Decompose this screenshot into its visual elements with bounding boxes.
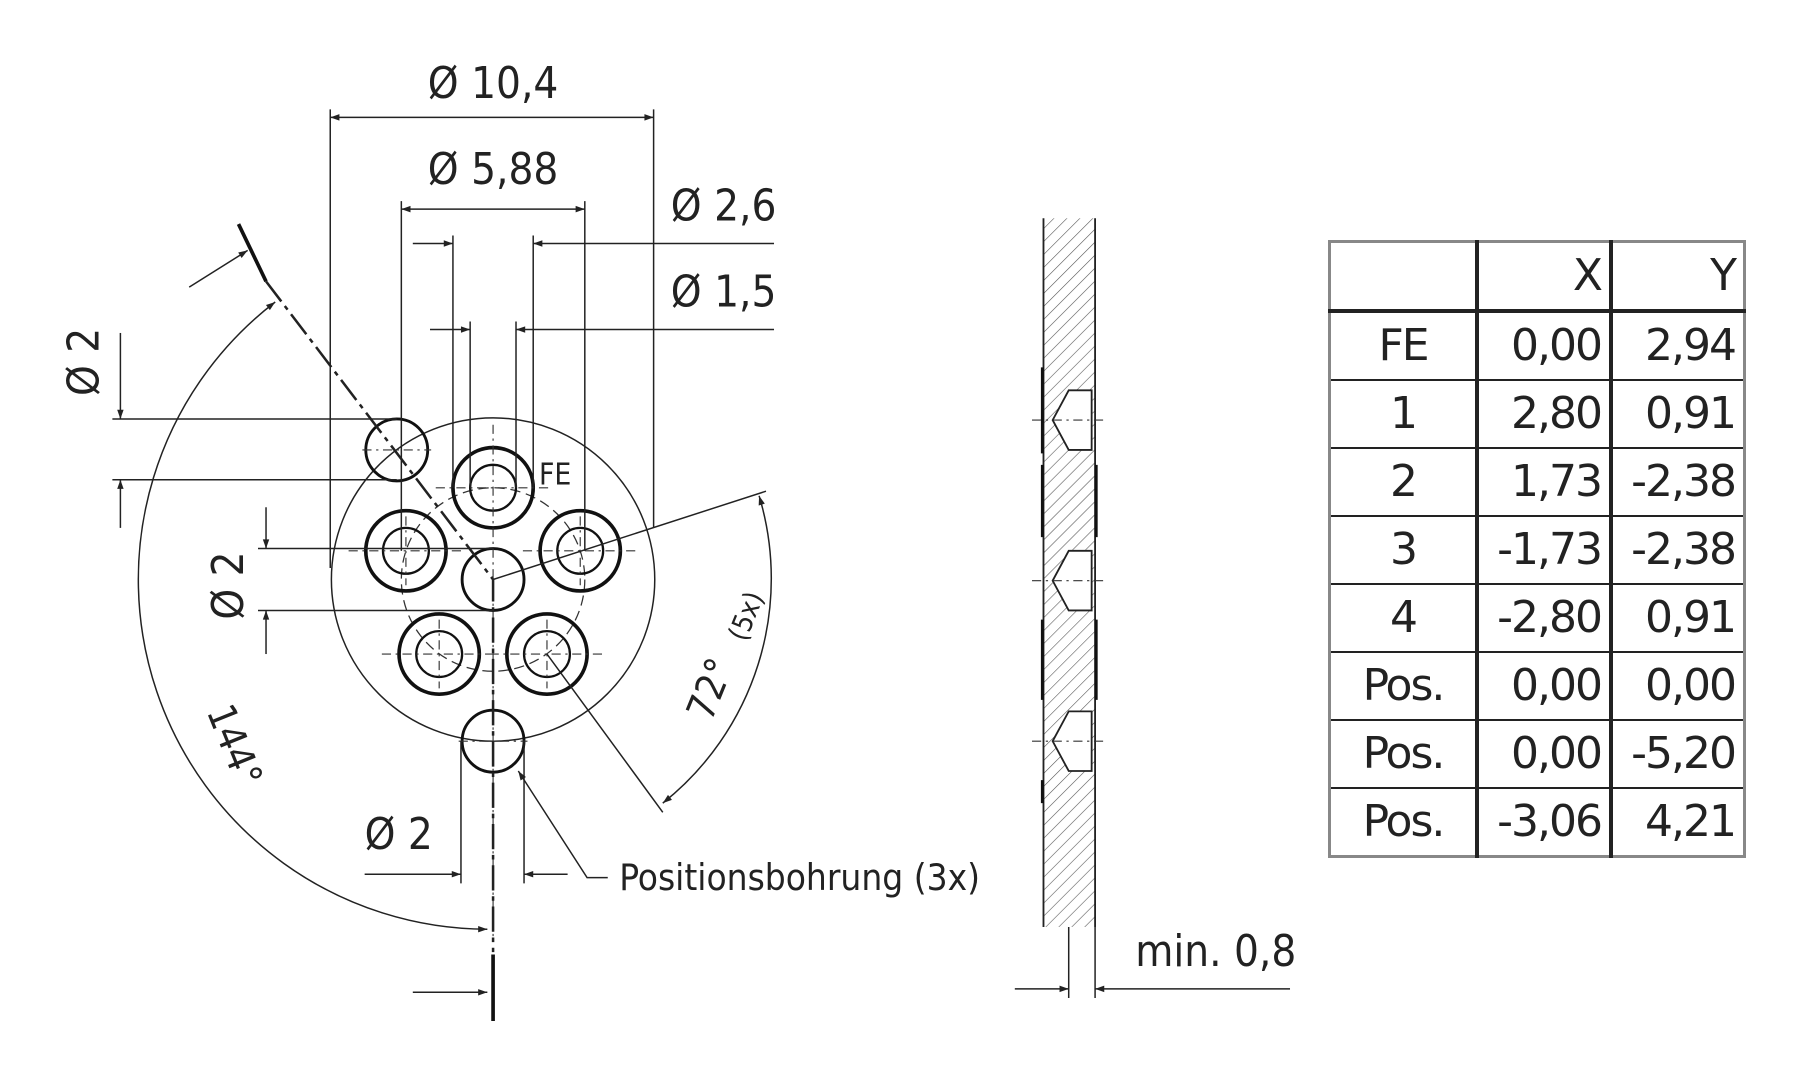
row-label-cell: 4: [1329, 583, 1478, 653]
row-label-cell: 1: [1329, 379, 1478, 449]
row-label-cell: [1329, 241, 1478, 313]
y-cell: 0,00: [1610, 651, 1745, 721]
table-row: Pos.0,00-5,20: [1329, 719, 1745, 789]
min-thickness-label: min. 0,8: [1135, 927, 1296, 977]
row-label-cell: 3: [1329, 515, 1478, 585]
x-cell: 2,80: [1474, 379, 1614, 449]
x-cell: -1,73: [1474, 515, 1614, 585]
row-label-cell: Pos.: [1329, 787, 1478, 857]
positioning-note: Positionsbohrung (3x): [619, 856, 980, 899]
y-cell: Y: [1610, 241, 1745, 313]
pitch-diameter-label: Ø 5,88: [428, 145, 559, 195]
x-cell: 1,73: [1474, 447, 1614, 517]
row-label-cell: Pos.: [1329, 651, 1478, 721]
x-cell: 0,00: [1474, 719, 1614, 789]
contact-inner-diameter-label: Ø 1,5: [671, 268, 777, 318]
angle-small-note: (5x): [722, 587, 770, 645]
angle-large-label: 144°: [197, 698, 270, 793]
fe-label: FE: [539, 457, 571, 492]
pos-hole-bottom-label: Ø 2: [365, 810, 433, 860]
x-cell: 0,00: [1474, 310, 1614, 381]
y-cell: 4,21: [1610, 787, 1745, 857]
table-row: 3-1,73-2,38: [1329, 515, 1745, 585]
y-cell: 0,91: [1610, 379, 1745, 449]
contact-outer-diameter-label: Ø 2,6: [671, 182, 777, 232]
angle-small-label: 72°: [678, 652, 743, 726]
y-cell: -2,38: [1610, 515, 1745, 585]
y-cell: 2,94: [1610, 310, 1745, 381]
row-label-cell: 2: [1329, 447, 1478, 517]
y-cell: 0,91: [1610, 583, 1745, 653]
side-view: min. 0,8: [1014, 218, 1296, 999]
x-cell: 0,00: [1474, 651, 1614, 721]
row-label-cell: FE: [1329, 310, 1478, 381]
y-cell: -2,38: [1610, 447, 1745, 517]
pos-hole-center-label: Ø 2: [204, 551, 254, 619]
y-cell: -5,20: [1610, 719, 1745, 789]
x-cell: -3,06: [1474, 787, 1614, 857]
x-cell: -2,80: [1474, 583, 1614, 653]
front-view: 144° 72° (5x) FE Ø 10,4 Ø 5,88 Ø 2,6 Ø 1…: [60, 59, 980, 1021]
row-label-cell: Pos.: [1329, 719, 1478, 789]
x-cell: X: [1474, 241, 1614, 313]
pos-hole-left-label: Ø 2: [60, 328, 110, 396]
outer-diameter-label: Ø 10,4: [428, 59, 559, 109]
